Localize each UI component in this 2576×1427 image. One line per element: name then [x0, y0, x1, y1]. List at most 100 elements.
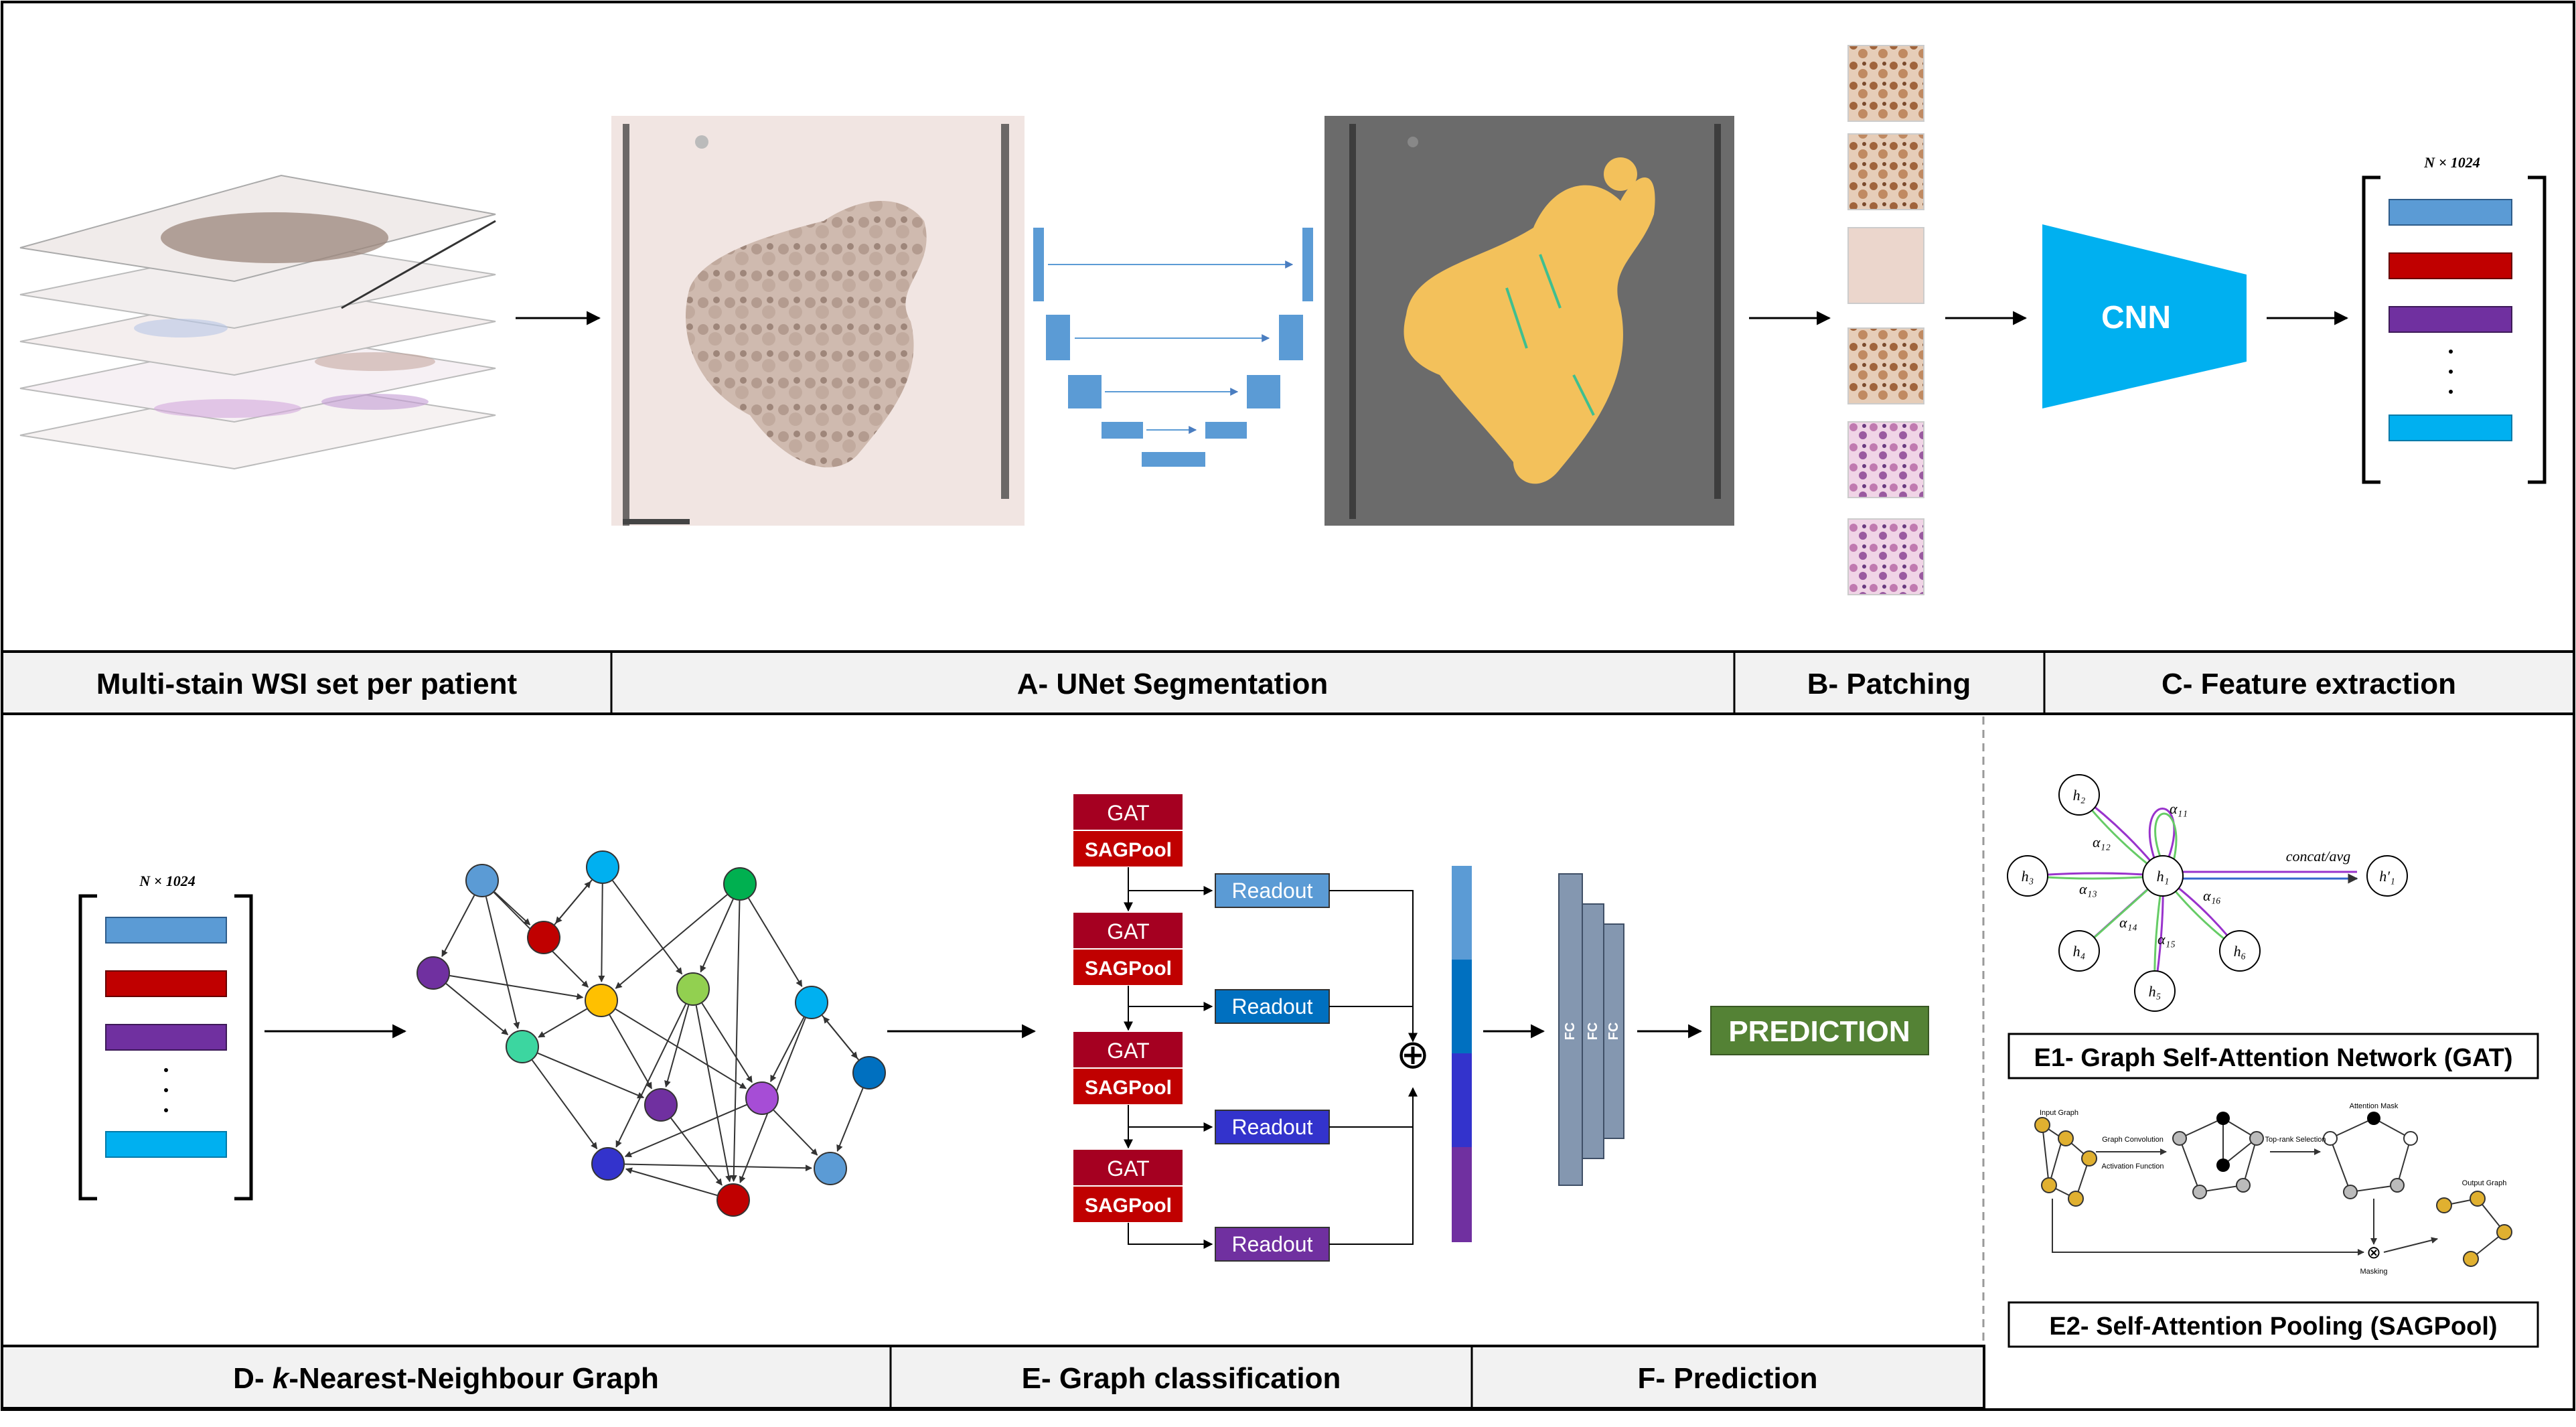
graph-node [723, 867, 757, 901]
fc-label: FC [1563, 1023, 1578, 1041]
unet-diagram [1033, 228, 1313, 467]
gat-neighbor-node [2058, 774, 2100, 816]
feature-dim-label: N × 1024 [2423, 154, 2480, 171]
attention-label: α₁₅ [2157, 931, 2176, 948]
gat-neighbor-node [2134, 970, 2176, 1012]
graph-edge [537, 1052, 645, 1099]
gat-output-node [2366, 855, 2408, 897]
feature-matrix-bottom: N × 1024 [78, 873, 253, 1201]
gat-label: GAT [1107, 1039, 1149, 1063]
patches-column [1847, 45, 1924, 595]
feature-vector [2389, 199, 2512, 226]
gat-inset-title: E1- Graph Self-Attention Network (GAT) [2034, 1044, 2513, 1072]
graph-node [465, 864, 499, 897]
graph-edge [773, 1110, 818, 1156]
top-label-bar: Multi-stain WSI set per patient A- UNet … [1, 650, 2575, 715]
graph-node [745, 1081, 779, 1115]
knn-graph-nodes [416, 850, 886, 1217]
graph-edge [449, 975, 584, 1000]
knn-graph-edges [441, 879, 864, 1197]
graph-node [416, 956, 450, 990]
svg-text:h′₁: h′₁ [2379, 868, 2395, 885]
readout-label: Readout [1232, 1115, 1313, 1139]
sagpool-inset-title: E2- Self-Attention Pooling (SAGPool) [2049, 1312, 2497, 1341]
graph-edge [615, 1008, 747, 1090]
fc-label: FC [1586, 1023, 1600, 1041]
feature-vector [105, 970, 227, 997]
sagpool-label: Top-rank Selection [2265, 1136, 2326, 1144]
graph-edge [695, 1005, 732, 1183]
attention-label: α₁₄ [2119, 914, 2137, 931]
graph-edge [445, 983, 509, 1035]
svg-text:h₃: h₃ [2022, 868, 2034, 885]
feature-vector [2389, 252, 2512, 279]
gat-neighbor-node [2058, 930, 2100, 972]
wsi-stack [19, 174, 496, 470]
sagpool-label: Output Graph [2462, 1179, 2507, 1187]
readout-box [1215, 873, 1330, 908]
graph-edge [615, 894, 728, 989]
section-label-graph-classification: E- Graph classification [1022, 1362, 1341, 1395]
readout-label: Readout [1232, 1232, 1313, 1256]
section-label-features: C- Feature extraction [2162, 668, 2456, 700]
prediction-box: PREDICTION [1710, 1006, 1929, 1055]
sagpool-inset: ⊗ Input Graph Graph Convolution Activati… [2007, 1102, 2539, 1348]
attention-label: α₁₆ [2203, 887, 2221, 904]
sagpool-label: Masking [2360, 1268, 2388, 1276]
attention-label: α₁₁ [2170, 800, 2188, 817]
graph-edge [441, 895, 475, 958]
graph-edge [836, 1087, 864, 1152]
feature-vector [2389, 306, 2512, 333]
segmented-slide-image [1324, 116, 1734, 526]
attention-label: α₁₃ [2079, 881, 2097, 897]
graph-node [585, 984, 618, 1017]
graph-edge [612, 880, 683, 975]
svg-text:⊗: ⊗ [2366, 1243, 2381, 1263]
graph-edge [554, 881, 591, 925]
bottom-label-bar: D- k-Nearest-Neighbour Graph E- Graph cl… [1, 1345, 1985, 1410]
graph-edge [624, 1163, 813, 1172]
attention-label: α₁₂ [2093, 834, 2111, 850]
gat-label: GAT [1107, 801, 1149, 825]
feature-vector [105, 917, 227, 944]
graph-edge [822, 1016, 859, 1061]
concat-vector [1452, 866, 1472, 1242]
graph-edge [598, 883, 605, 983]
graph-edge [701, 1002, 753, 1083]
graph-edge [748, 897, 803, 987]
graph-node [506, 1030, 539, 1063]
graph-edge [615, 1004, 686, 1148]
graph-node [814, 1152, 847, 1185]
section-label-knn: D- k-Nearest-Neighbour Graph [233, 1362, 659, 1395]
readout-box [1215, 1110, 1330, 1144]
sagpool-label: SAGPool [1085, 1077, 1172, 1099]
gnn-stack: GATSAGPoolReadoutGATSAGPoolReadoutGATSAG… [1072, 793, 1418, 1262]
graph-edge [624, 1104, 747, 1158]
readout-label: Readout [1232, 879, 1313, 903]
feature-vector [2389, 415, 2512, 441]
gat-center-node [2142, 855, 2184, 897]
cnn-label: CNN [2101, 300, 2171, 335]
gat-concat-label: concat/avg [2286, 848, 2351, 865]
sagpool-label: Input Graph [2040, 1109, 2078, 1117]
feature-vector [105, 1131, 227, 1158]
readout-box [1215, 1227, 1330, 1262]
readout-box [1215, 989, 1330, 1024]
graph-node [586, 850, 619, 884]
section-label-patching: B- Patching [1807, 668, 1971, 700]
graph-edge [531, 1059, 598, 1150]
graph-edge [485, 897, 520, 1029]
graph-node [852, 1056, 886, 1090]
sagpool-label: SAGPool [1085, 1195, 1172, 1217]
graph-node [527, 921, 560, 954]
graph-edge [538, 1008, 587, 1038]
graph-edge [730, 900, 741, 1183]
sagpool-label: SAGPool [1085, 958, 1172, 980]
fc-label: FC [1606, 1023, 1621, 1041]
svg-text:h₅: h₅ [2149, 983, 2162, 1000]
wsi-slide-image [611, 116, 1025, 526]
